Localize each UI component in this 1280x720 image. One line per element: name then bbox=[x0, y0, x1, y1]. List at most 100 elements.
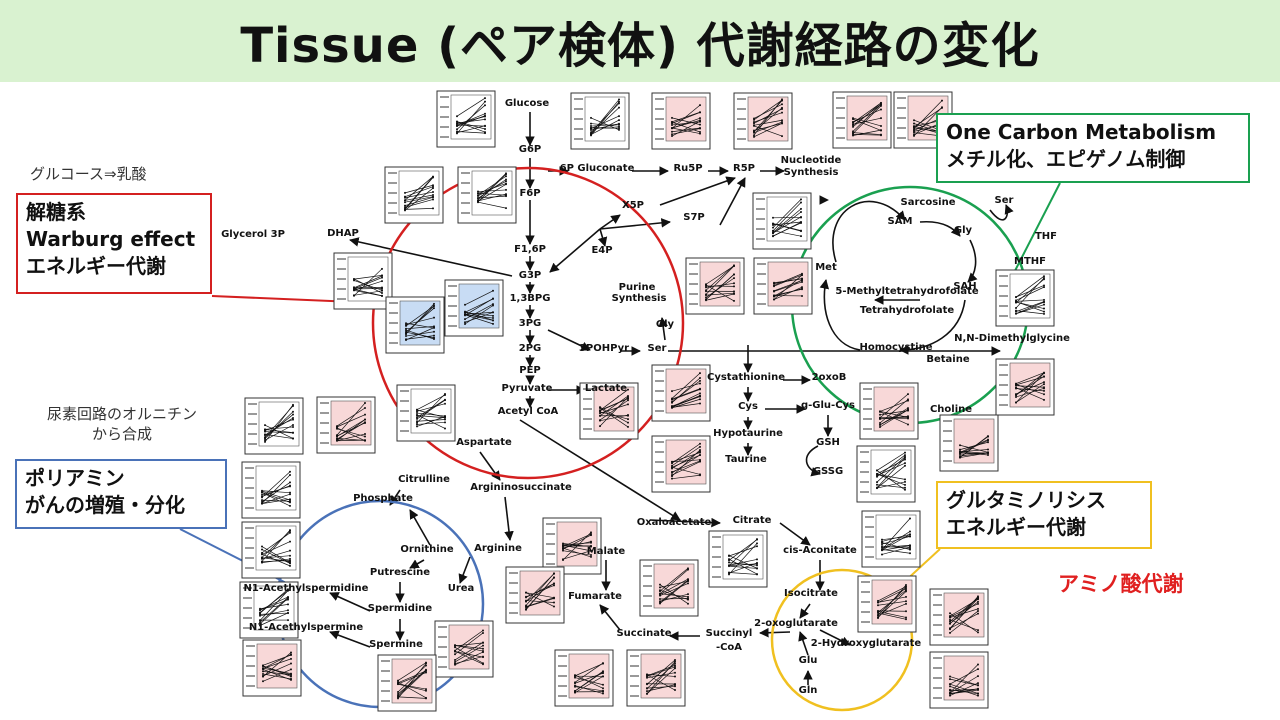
mini-chart bbox=[929, 651, 989, 709]
mini-chart bbox=[242, 639, 302, 697]
metabolite-label: Pyruvate bbox=[502, 383, 553, 394]
metabolite-label: 2-oxoglutarate bbox=[754, 618, 838, 629]
mini-chart bbox=[832, 91, 892, 149]
mini-chart bbox=[939, 414, 999, 472]
mini-chart bbox=[316, 396, 376, 454]
glycolysis-circle bbox=[371, 166, 685, 480]
metabolite-label: Sarcosine bbox=[901, 197, 956, 208]
pathway-curve bbox=[819, 279, 861, 351]
pathway-arrow bbox=[798, 631, 809, 656]
pathway-curve bbox=[919, 220, 961, 237]
metabolite-label: Oxaloacetate bbox=[637, 517, 712, 528]
metabolite-label: Met bbox=[815, 262, 837, 273]
metabolite-label: 3PG bbox=[519, 318, 542, 329]
mini-chart bbox=[685, 257, 745, 315]
mini-chart bbox=[651, 92, 711, 150]
pathway-arrow bbox=[719, 177, 746, 226]
page-title: Tissue (ペア検体) 代謝経路の変化 bbox=[240, 18, 1040, 74]
metabolite-label: Synthesis bbox=[612, 293, 667, 304]
polyamine-line-2: がんの増殖・分化 bbox=[25, 493, 185, 517]
metabolite-label: Cys bbox=[738, 401, 758, 412]
mini-chart bbox=[995, 358, 1055, 416]
metabolite-label: SAM bbox=[888, 216, 913, 227]
glucose-lactate-note: グルコース⇒乳酸 bbox=[30, 165, 147, 183]
glycolysis-line-1: 解糖系 bbox=[26, 200, 86, 224]
metabolite-label: Hypotaurine bbox=[713, 428, 783, 439]
mini-chart bbox=[505, 566, 565, 624]
pathway-curve bbox=[989, 204, 1014, 221]
metabolite-label: Synthesis bbox=[784, 167, 839, 178]
metabolite-label: Gly bbox=[954, 225, 973, 236]
metabolite-label: X5P bbox=[622, 200, 644, 211]
polyamine-callout: ポリアミン がんの増殖・分化 bbox=[15, 459, 227, 529]
metabolite-label: Gln bbox=[799, 685, 818, 696]
metabolite-label: S7P bbox=[683, 212, 705, 223]
metabolite-label: N1-Acethylspermine bbox=[249, 622, 364, 633]
pathway-arrow bbox=[779, 522, 811, 546]
metabolite-label: Nucleotide bbox=[781, 155, 842, 166]
metabolite-label: Succinyl bbox=[706, 628, 753, 639]
metabolite-label: Betaine bbox=[926, 354, 969, 365]
metabolite-label: Argininosuccinate bbox=[470, 482, 572, 493]
metabolite-label: 1,3BPG bbox=[510, 293, 551, 304]
mini-chart bbox=[239, 581, 299, 639]
metabolite-label: cis-Aconitate bbox=[783, 545, 857, 556]
glycolysis-line-3: エネルギー代謝 bbox=[26, 254, 166, 278]
metabolite-label: Arginine bbox=[474, 543, 522, 554]
mini-chart bbox=[861, 510, 921, 568]
metabolite-label: Citrulline bbox=[398, 474, 450, 485]
metabolite-label: THF bbox=[1035, 231, 1057, 242]
mini-chart bbox=[384, 166, 444, 224]
metabolite-label: Spermidine bbox=[368, 603, 433, 614]
amino-acid-label: アミノ酸代謝 bbox=[1058, 572, 1184, 596]
metabolite-label: Purine bbox=[619, 282, 656, 293]
mini-chart bbox=[385, 296, 445, 354]
metabolite-label: Putrescine bbox=[370, 567, 430, 578]
mini-chart bbox=[639, 559, 699, 617]
mini-chart bbox=[733, 92, 793, 150]
mini-chart bbox=[995, 269, 1055, 327]
metabolite-label: Glycerol 3P bbox=[221, 229, 285, 240]
glycolysis-callout: 解糖系 Warburg effect エネルギー代謝 bbox=[16, 193, 212, 294]
metabolite-label: 6P Gluconate bbox=[560, 163, 635, 174]
mini-chart bbox=[377, 654, 437, 712]
urea-cycle-note-line-2: から合成 bbox=[91, 425, 152, 443]
urea-cycle-note-line-1: 尿素回路のオルニチン bbox=[46, 405, 197, 423]
pathway-arrow bbox=[504, 496, 514, 541]
one-carbon-line-1: One Carbon Metabolism bbox=[946, 120, 1217, 144]
mini-chart bbox=[434, 620, 494, 678]
metabolite-label: 2-Hydroxyglutarate bbox=[811, 638, 922, 649]
polyamine-line-1: ポリアミン bbox=[25, 466, 125, 490]
metabolite-label: 5-Methyltetrahydrofolate bbox=[835, 286, 978, 297]
metabolite-label: Spermine bbox=[369, 639, 423, 650]
metabolite-label: N,N-Dimethylglycine bbox=[954, 333, 1070, 344]
metabolite-label: Glu bbox=[799, 655, 818, 666]
metabolite-label: Lactate bbox=[585, 383, 627, 394]
metabolite-label: DHAP bbox=[327, 228, 359, 239]
metabolite-label: R5P bbox=[733, 163, 755, 174]
mini-chart bbox=[444, 279, 504, 337]
pathway-arrow bbox=[597, 228, 608, 247]
pathway-arrow bbox=[599, 218, 671, 230]
pathway-arrow bbox=[519, 419, 681, 521]
metabolite-label: Citrate bbox=[733, 515, 772, 526]
pathway-arrow bbox=[409, 559, 425, 569]
mini-chart bbox=[651, 364, 711, 422]
mini-chart bbox=[241, 461, 301, 519]
mini-chart bbox=[708, 530, 768, 588]
glycolysis-line-2: Warburg effect bbox=[26, 227, 196, 251]
metabolite-label: Taurine bbox=[725, 454, 767, 465]
pathway-curve bbox=[967, 239, 978, 283]
pathway-arrow bbox=[659, 176, 736, 206]
mini-chart bbox=[333, 252, 393, 310]
pathway-arrow bbox=[409, 509, 431, 546]
mini-chart bbox=[436, 90, 496, 148]
glutaminolysis-line-2: エネルギー代謝 bbox=[946, 515, 1086, 539]
title-banner: Tissue (ペア検体) 代謝経路の変化 bbox=[0, 0, 1280, 82]
metabolite-label: N1-Acethylspermidine bbox=[244, 583, 369, 594]
mini-charts bbox=[239, 90, 1055, 712]
metabolite-label: g-Glu-Cys bbox=[801, 400, 855, 411]
metabolite-label: PEP bbox=[519, 365, 541, 376]
metabolite-label: 3POHPyr bbox=[579, 343, 629, 354]
